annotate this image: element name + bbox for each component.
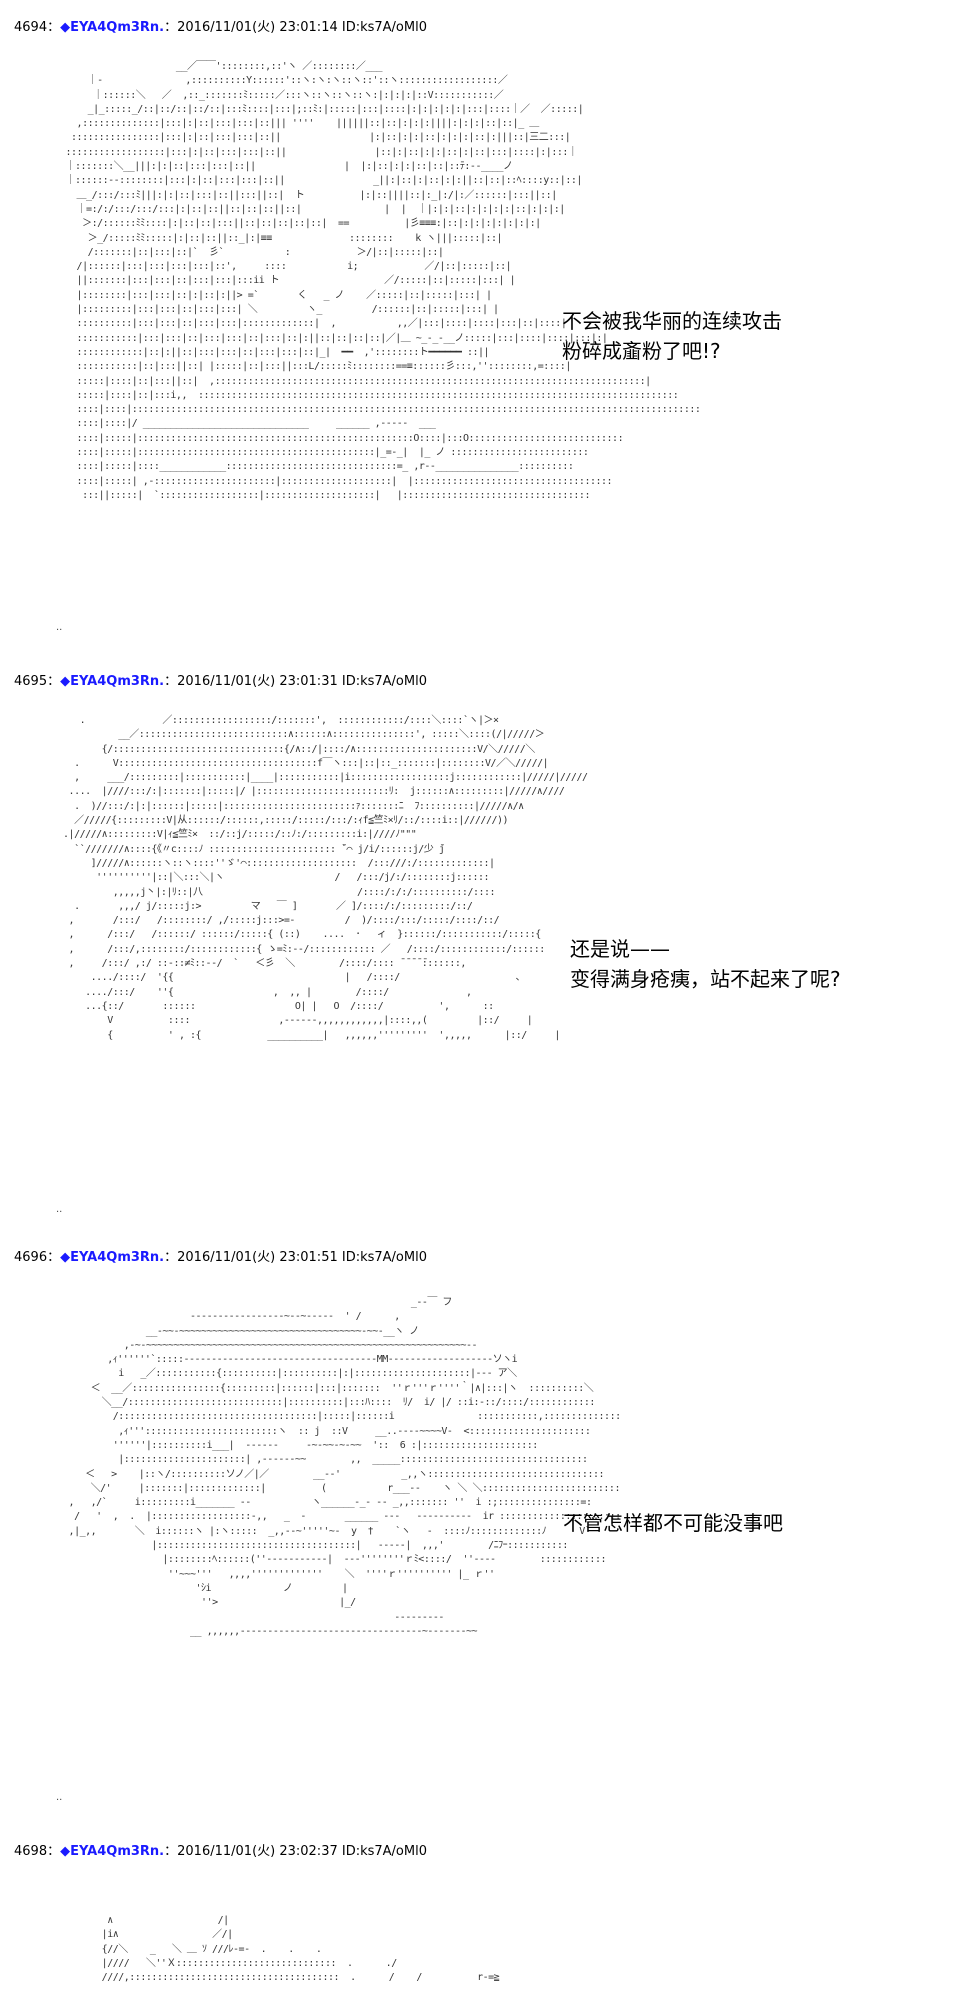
- post-header: 4698：◆EYA4Qm3Rn.：2016/11/01(火) 23:02:37 …: [14, 1844, 427, 1859]
- post-datetime: 2016/11/01(火) 23:01:14 ID:ks7A/oMl0: [177, 20, 427, 35]
- ascii-art: __／￣￣'::::::::,::'ヽ ／::::::::／___ ｜- ,::…: [65, 61, 701, 501]
- poster-name[interactable]: EYA4Qm3Rn.: [70, 1844, 165, 1859]
- post-number[interactable]: 4695: [14, 674, 48, 689]
- trip-diamond-icon: ◆: [60, 1844, 71, 1859]
- poster-name[interactable]: EYA4Qm3Rn.: [70, 20, 165, 35]
- ascii-art: _--￣ フ -----------------~--~----- ' / , …: [68, 1297, 622, 1637]
- post-separator-dots: ..: [56, 1204, 63, 1215]
- post-datetime: 2016/11/01(火) 23:02:37 ID:ks7A/oMl0: [177, 1844, 427, 1859]
- ascii-art: ∧ /| |i∧ ／/| {//＼ _ ＼ ＿ ｿ ///ﾚ-=- . . . …: [101, 1915, 500, 1984]
- post-header: 4696：◆EYA4Qm3Rn.：2016/11/01(火) 23:01:51 …: [14, 1250, 427, 1265]
- poster-name[interactable]: EYA4Qm3Rn.: [70, 1250, 165, 1265]
- post-4696: 4696：◆EYA4Qm3Rn.：2016/11/01(火) 23:01:51 …: [0, 1250, 978, 1803]
- trip-diamond-icon: ◆: [60, 20, 71, 35]
- post-4698: 4698：◆EYA4Qm3Rn.：2016/11/01(火) 23:02:37 …: [0, 1844, 978, 2000]
- dialogue-text: 不会被我华丽的连续攻击 粉碎成齑粉了吧!?: [562, 309, 782, 363]
- post-4695: 4695：◆EYA4Qm3Rn.：2016/11/01(火) 23:01:31 …: [0, 674, 978, 1215]
- post-header: 4695：◆EYA4Qm3Rn.：2016/11/01(火) 23:01:31 …: [14, 674, 427, 689]
- post-4694: 4694：◆EYA4Qm3Rn.：2016/11/01(火) 23:01:14 …: [0, 20, 978, 633]
- trip-diamond-icon: ◆: [60, 1250, 71, 1265]
- post-number[interactable]: 4698: [14, 1844, 48, 1859]
- trip-diamond-icon: ◆: [60, 674, 71, 689]
- post-header: 4694：◆EYA4Qm3Rn.：2016/11/01(火) 23:01:14 …: [14, 20, 427, 35]
- dialogue-text: 不管怎样都不可能没事吧: [563, 1511, 783, 1535]
- post-separator-dots: ..: [56, 1792, 63, 1803]
- post-number[interactable]: 4696: [14, 1250, 48, 1265]
- post-number[interactable]: 4694: [14, 20, 48, 35]
- post-datetime: 2016/11/01(火) 23:01:51 ID:ks7A/oMl0: [177, 1250, 427, 1265]
- dialogue-text: 还是说—— 变得满身疮痍，站不起来了呢?: [570, 937, 841, 991]
- poster-name[interactable]: EYA4Qm3Rn.: [70, 674, 165, 689]
- post-separator-dots: ..: [56, 622, 63, 633]
- ascii-art: . ／::::::::::::::::::/:::::::', ::::::::…: [63, 715, 588, 1041]
- post-datetime: 2016/11/01(火) 23:01:31 ID:ks7A/oMl0: [177, 674, 427, 689]
